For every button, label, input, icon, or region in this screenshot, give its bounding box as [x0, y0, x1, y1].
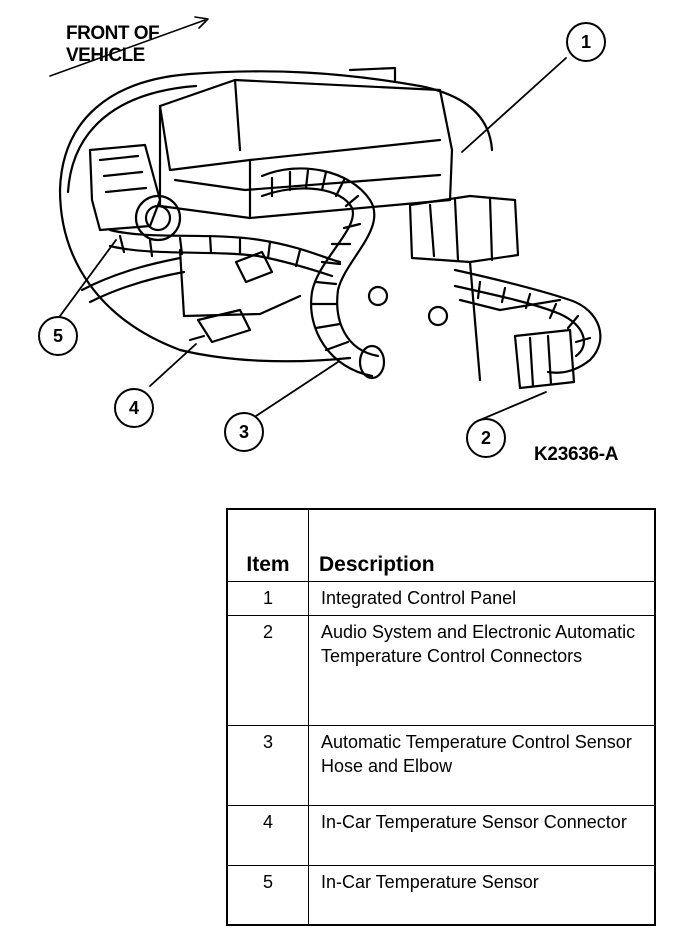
- row-description: Audio System and Electronic Automatic Te…: [308, 614, 656, 726]
- header-item: Item: [226, 508, 309, 582]
- header-description: Description: [308, 508, 656, 582]
- row-description: In-Car Temperature Sensor: [308, 864, 656, 926]
- table-row: 2 Audio System and Electronic Automatic …: [226, 614, 656, 726]
- callout-2: 2: [466, 418, 506, 458]
- table-header-row: Item Description: [226, 508, 656, 582]
- row-description: In-Car Temperature Sensor Connector: [308, 804, 656, 866]
- figure-id-label: K23636-A: [534, 444, 619, 465]
- row-description: Automatic Temperature Control Sensor Hos…: [308, 724, 656, 806]
- table-row: 4 In-Car Temperature Sensor Connector: [226, 804, 656, 866]
- row-item: 5: [226, 864, 309, 926]
- callout-5: 5: [38, 316, 78, 356]
- callout-1: 1: [566, 22, 606, 62]
- row-item: 4: [226, 804, 309, 866]
- callout-3: 3: [224, 412, 264, 452]
- front-of-vehicle-label-line2: VEHICLE: [66, 45, 145, 66]
- callout-4: 4: [114, 388, 154, 428]
- row-item: 1: [226, 580, 309, 616]
- illustration-drawing: [49, 16, 602, 421]
- front-of-vehicle-label-line1: FRONT OF: [66, 23, 160, 44]
- row-description: Integrated Control Panel: [308, 580, 656, 616]
- component-illustration: FRONT OF VEHICLE 1 2 3 4 5 K23636-A: [38, 16, 619, 465]
- row-item: 3: [226, 724, 309, 806]
- row-item: 2: [226, 614, 309, 726]
- table-row: 1 Integrated Control Panel: [226, 580, 656, 616]
- legend-table: Item Description 1 Integrated Control Pa…: [226, 508, 656, 926]
- table-row: 3 Automatic Temperature Control Sensor H…: [226, 724, 656, 806]
- table-row: 5 In-Car Temperature Sensor: [226, 864, 656, 926]
- legend-table-container: Item Description 1 Integrated Control Pa…: [226, 508, 656, 926]
